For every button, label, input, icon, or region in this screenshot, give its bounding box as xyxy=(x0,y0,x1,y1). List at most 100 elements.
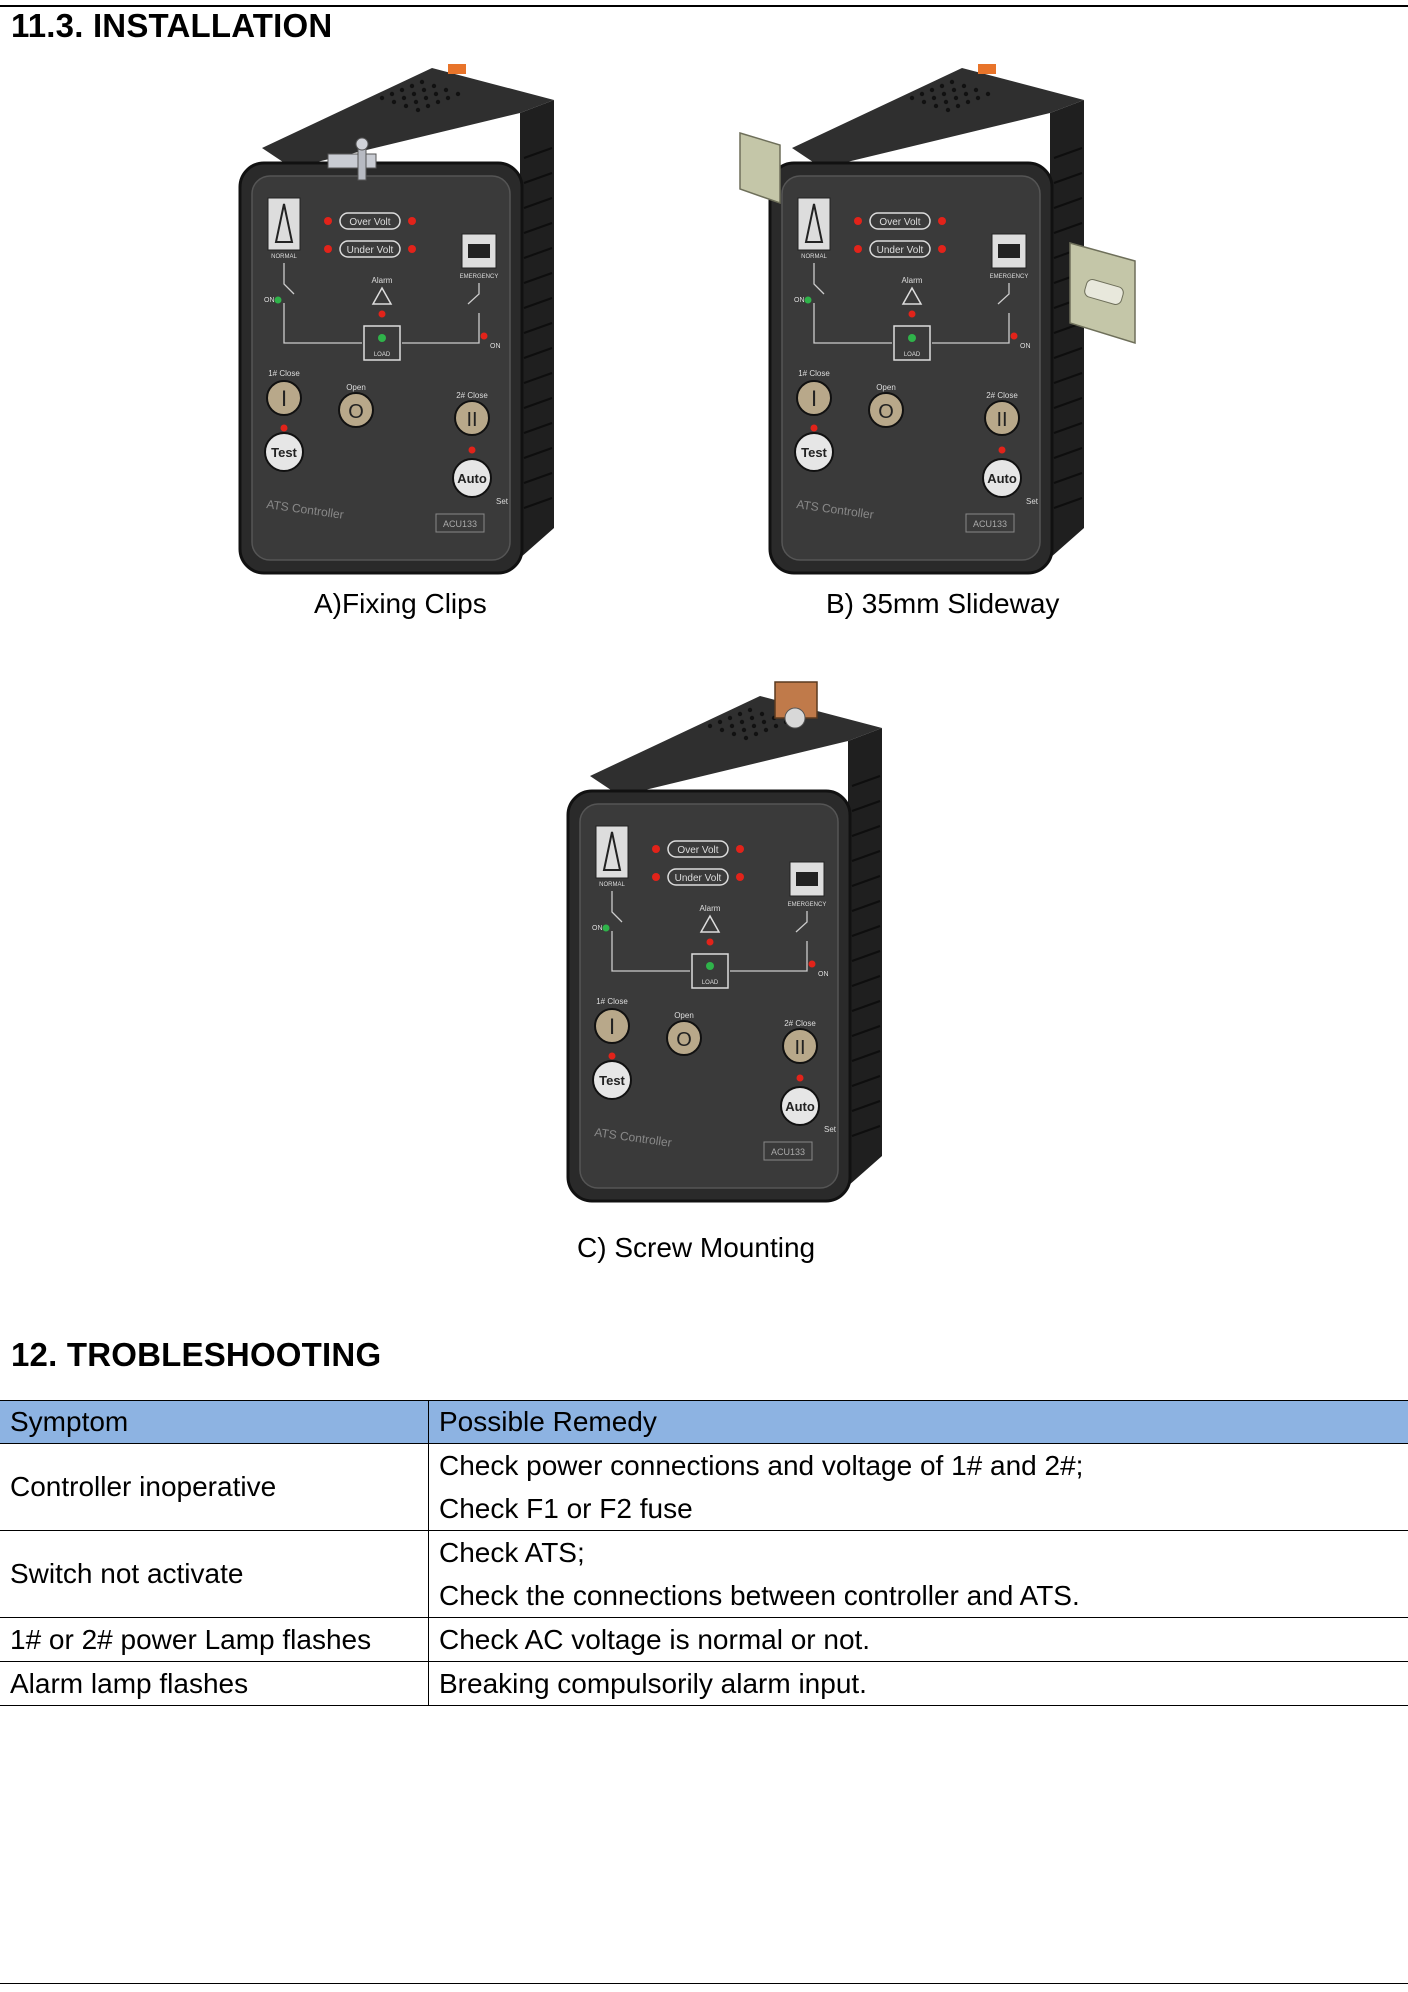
model-box xyxy=(763,1141,813,1161)
over-volt-pill xyxy=(667,840,729,858)
led-test xyxy=(280,424,288,432)
close1-label: 1# Close xyxy=(596,997,628,1006)
set-label: Set xyxy=(496,497,509,506)
close1-label: 1# Close xyxy=(268,369,300,378)
close2-button[interactable]: II xyxy=(782,1028,818,1064)
alarm-warning-icon xyxy=(699,914,721,933)
side-ribs xyxy=(851,775,881,1137)
close1-button[interactable]: I xyxy=(266,380,302,416)
under-volt-pill xyxy=(339,240,401,258)
figure-din-rail: NORMAL EMERGENCY Over Volt Under Volt Al… xyxy=(739,58,1136,583)
led-test xyxy=(810,424,818,432)
led-under-volt-1 xyxy=(854,245,862,253)
auto-button[interactable]: Auto xyxy=(780,1086,820,1126)
ats-controller-illustration: NORMAL EMERGENCY Over Volt Under Volt Al… xyxy=(566,692,882,1203)
over-volt-pill xyxy=(869,212,931,230)
open-label: Open xyxy=(674,1011,694,1020)
normal-label: NORMAL xyxy=(801,254,827,260)
troubleshooting-table: Symptom Possible Remedy Controller inope… xyxy=(0,1400,1408,1706)
symptom-cell: Switch not activate xyxy=(0,1530,429,1618)
close2-button[interactable]: II xyxy=(984,400,1020,436)
on-label-1: ON xyxy=(592,925,603,932)
close2-button[interactable]: II xyxy=(454,400,490,436)
close2-symbol: II xyxy=(466,409,477,431)
auto-button[interactable]: Auto xyxy=(982,458,1022,498)
column-header-remedy: Possible Remedy xyxy=(428,1400,1408,1444)
table-header-row: Symptom Possible Remedy xyxy=(0,1400,1408,1444)
model-label: ACU133 xyxy=(973,519,1007,529)
close1-symbol: I xyxy=(811,386,817,411)
open-button[interactable]: O xyxy=(666,1020,702,1056)
vent-holes xyxy=(707,707,789,741)
generator-icon xyxy=(796,872,818,886)
model-label: ACU133 xyxy=(771,1147,805,1157)
device-top xyxy=(262,68,554,168)
pylon-icon xyxy=(602,831,622,871)
top-connector xyxy=(448,64,466,74)
test-button[interactable]: Test xyxy=(592,1060,632,1100)
generator-icon xyxy=(998,244,1020,258)
led-test xyxy=(608,1052,616,1060)
led-auto xyxy=(998,446,1006,454)
table-row: 1# or 2# power Lamp flashes Check AC vol… xyxy=(0,1617,1408,1662)
fixing-clip-icon xyxy=(327,137,377,181)
emergency-label: EMERGENCY xyxy=(990,274,1029,280)
close1-button[interactable]: I xyxy=(594,1008,630,1044)
auto-button[interactable]: Auto xyxy=(452,458,492,498)
table-row: Alarm lamp flashes Breaking compulsorily… xyxy=(0,1661,1408,1706)
led-over-volt-2 xyxy=(938,217,946,225)
close2-label: 2# Close xyxy=(784,1019,816,1028)
figure-fixing-clips: NORMAL EMERGENCY Over Volt Under Volt Al… xyxy=(222,58,582,583)
device-top xyxy=(792,68,1084,168)
ats-controller-illustration: NORMAL EMERGENCY Over Volt Under Volt Al… xyxy=(768,64,1084,575)
led-over-volt-1 xyxy=(854,217,862,225)
remedy-cell: Check power connections and voltage of 1… xyxy=(428,1443,1408,1531)
over-volt-label: Over Volt xyxy=(677,845,718,856)
installation-heading: 11.3. INSTALLATION xyxy=(11,7,333,44)
remedy-cell: Breaking compulsorily alarm input. xyxy=(428,1661,1408,1706)
caption-b: B) 35mm Slideway xyxy=(826,588,1060,619)
top-rule xyxy=(0,5,1408,7)
remedy-line: Check power connections and voltage of 1… xyxy=(439,1450,1084,1481)
alarm-label: Alarm xyxy=(372,276,393,285)
open-label: Open xyxy=(876,383,896,392)
table-row: Switch not activate Check ATS; Check the… xyxy=(0,1530,1408,1618)
symptom-cell: Controller inoperative xyxy=(0,1443,429,1531)
remedy-cell: Check AC voltage is normal or not. xyxy=(428,1617,1408,1662)
single-line-diagram xyxy=(813,263,1010,344)
alarm-label: Alarm xyxy=(902,276,923,285)
set-label: Set xyxy=(824,1125,837,1134)
led-under-volt-1 xyxy=(652,873,660,881)
auto-label: Auto xyxy=(987,471,1017,486)
over-volt-label: Over Volt xyxy=(879,217,920,228)
led-auto xyxy=(468,446,476,454)
over-volt-pill xyxy=(339,212,401,230)
led-source-2-on xyxy=(480,332,488,340)
load-label: LOAD xyxy=(702,980,719,986)
test-button[interactable]: Test xyxy=(264,432,304,472)
open-label: Open xyxy=(346,383,366,392)
generator-icon xyxy=(468,244,490,258)
close1-button[interactable]: I xyxy=(796,380,832,416)
close1-label: 1# Close xyxy=(798,369,830,378)
test-button[interactable]: Test xyxy=(794,432,834,472)
emergency-label: EMERGENCY xyxy=(788,902,827,908)
open-button[interactable]: O xyxy=(868,392,904,428)
auto-label: Auto xyxy=(457,471,487,486)
open-button[interactable]: O xyxy=(338,392,374,428)
led-under-volt-2 xyxy=(938,245,946,253)
under-volt-label: Under Volt xyxy=(877,245,924,256)
remedy-line: Check the connections between controller… xyxy=(439,1580,1080,1611)
led-alarm xyxy=(908,310,916,318)
load-box xyxy=(691,953,729,989)
emergency-label: EMERGENCY xyxy=(460,274,499,280)
column-header-symptom: Symptom xyxy=(0,1400,429,1444)
over-volt-label: Over Volt xyxy=(349,217,390,228)
set-label: Set xyxy=(1026,497,1039,506)
caption-c: C) Screw Mounting xyxy=(577,1232,816,1263)
led-over-volt-2 xyxy=(408,217,416,225)
on-label-2: ON xyxy=(1020,343,1031,350)
open-symbol: O xyxy=(878,401,894,423)
led-source-1-on xyxy=(274,296,282,304)
single-line-diagram xyxy=(283,263,480,344)
